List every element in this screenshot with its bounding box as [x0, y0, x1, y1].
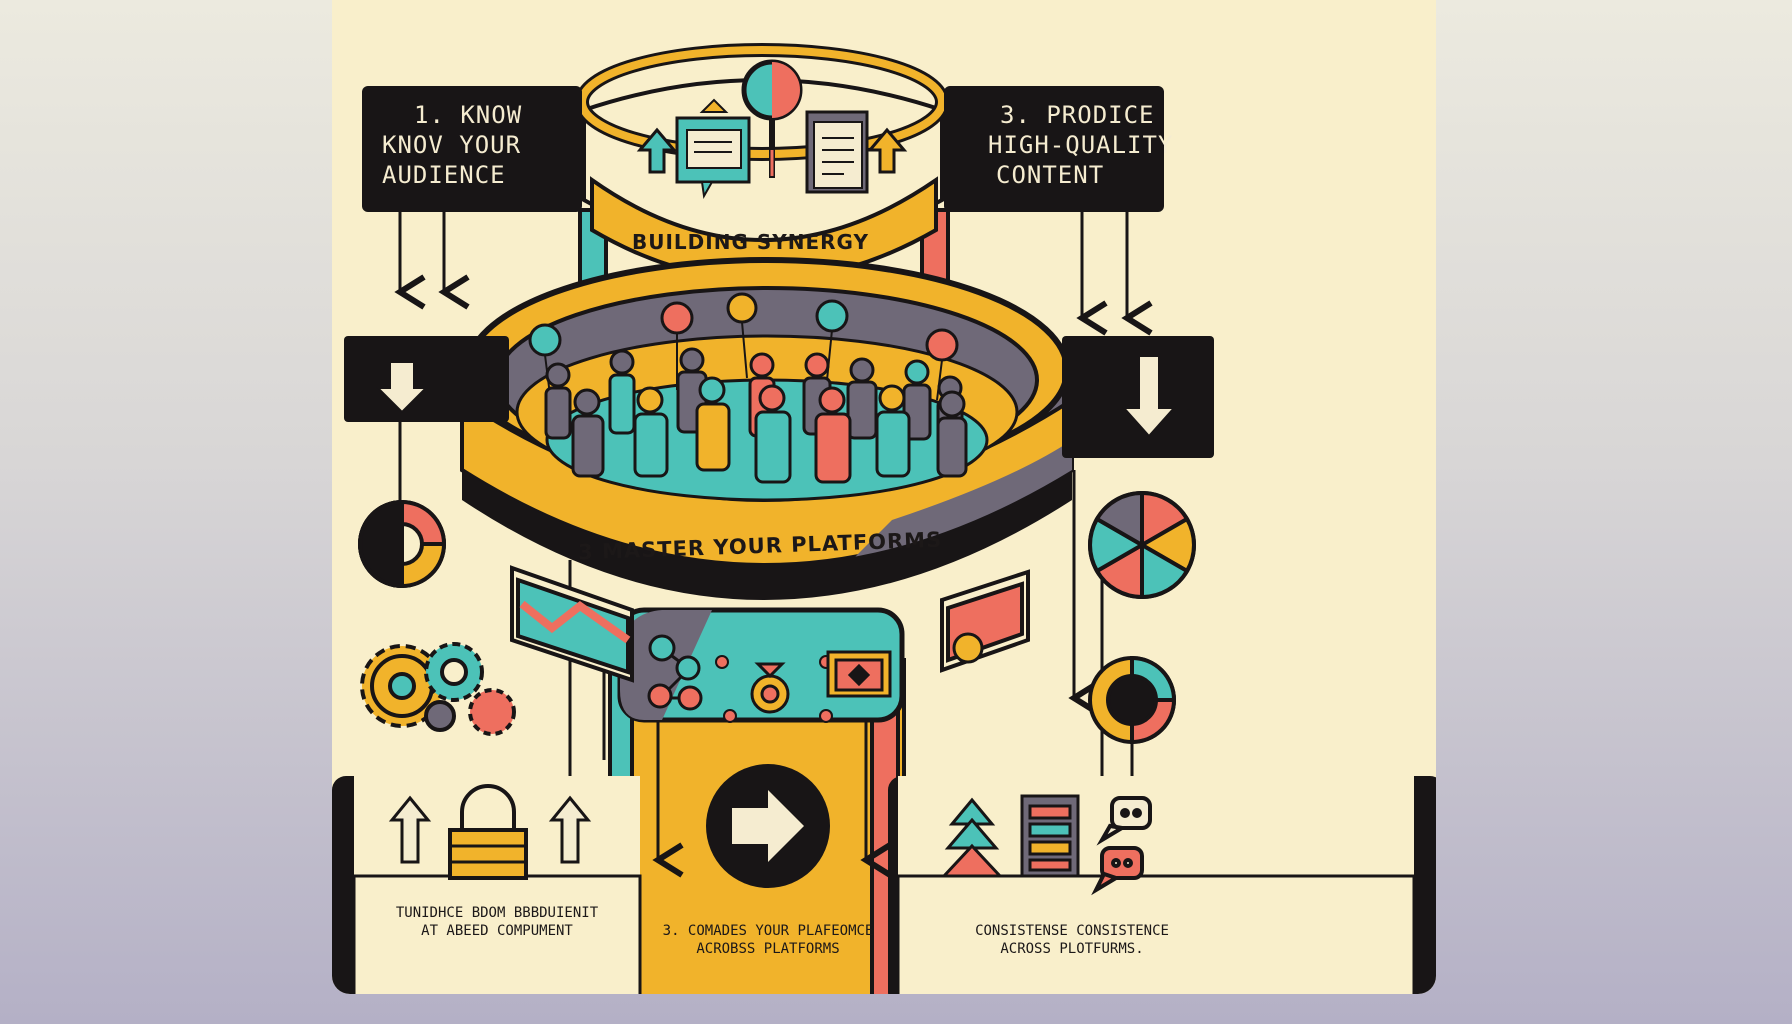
- gear-icon: [360, 642, 516, 736]
- tree-icon: [940, 797, 1004, 878]
- people-group-icon: [528, 292, 968, 484]
- produce-content-line-3: CONTENT: [996, 161, 1105, 189]
- produce-content-label: 3. PRODICE HIGH-QUALITY CONTENT: [944, 86, 1174, 212]
- know-audience-line-3: AUDIENCE: [382, 161, 506, 189]
- produce-content-line-2: HIGH-QUALITY: [988, 131, 1174, 159]
- chat-card-icon: [675, 98, 751, 200]
- chart-panel-right: [940, 569, 1030, 673]
- document-icon: [805, 110, 869, 194]
- medal-icon: [750, 662, 790, 714]
- footer-left-line-2: AT ABEED COMPUMENT: [421, 923, 573, 939]
- infographic-card: 1. KNOW KNOV YOUR AUDIENCE 3. PRODICE HI…: [332, 0, 1436, 994]
- footer-right-line-2: ACROSS PLOTFURMS.: [1000, 941, 1144, 957]
- layers-icon: [1020, 794, 1080, 878]
- magnifier-icon: [741, 59, 803, 178]
- play-card-icon: [826, 650, 892, 698]
- footer-right-line-1: CONSISTENSE CONSISTENCE: [975, 923, 1169, 939]
- arrow-box-left: [344, 336, 509, 422]
- arrow-up-icon: [866, 127, 908, 174]
- donut-chart-icon: [357, 499, 447, 589]
- arrow-up-icon: [548, 795, 592, 864]
- footer-left-line-1: TUNIDHCE BDOM BBBDUIENIT: [395, 905, 599, 921]
- lock-icon: [448, 784, 528, 880]
- building-synergy-label: BUILDING SYNERGY: [632, 230, 869, 254]
- footer-right-text: CONSISTENSE CONSISTENCE ACROSS PLOTFURMS…: [932, 922, 1212, 958]
- bottom-panel-right: [888, 776, 1436, 994]
- diagram-artwork: [332, 43, 1436, 994]
- gear-icon: [715, 655, 833, 723]
- top-ring: [575, 43, 949, 282]
- know-audience-line-2: KNOV YOUR: [382, 131, 522, 159]
- footer-center-line-2: ACROBSS PLATFORMS: [696, 941, 840, 957]
- donut-chart-icon: [1088, 655, 1177, 745]
- bottom-panel-left: [332, 776, 642, 994]
- arrow-right-icon: [706, 764, 830, 888]
- footer-left-text: TUNIDHCE BDOM BBBDUIENIT AT ABEED COMPUM…: [354, 904, 640, 940]
- produce-content-line-1: 3. PRODICE: [1000, 101, 1155, 129]
- pie-chart-icon: [1088, 490, 1196, 600]
- network-icon: [647, 634, 703, 711]
- know-audience-label: 1. KNOW KNOV YOUR AUDIENCE: [362, 86, 582, 212]
- arrow-up-icon: [388, 795, 432, 864]
- arrow-box-right: [1062, 336, 1214, 458]
- chart-panel-left: [510, 565, 634, 683]
- bottom-panel-center: [706, 764, 830, 888]
- footer-center-line-1: 3. COMADES YOUR PLAFEOMCE: [662, 923, 874, 939]
- know-audience-line-1: 1. KNOW: [414, 101, 523, 129]
- platform-console: [617, 607, 905, 723]
- chat-bubble-icon: [1091, 796, 1152, 896]
- footer-center-text: 3. COMADES YOUR PLAFEOMCE ACROBSS PLATFO…: [632, 922, 904, 958]
- arrow-up-icon: [636, 127, 678, 174]
